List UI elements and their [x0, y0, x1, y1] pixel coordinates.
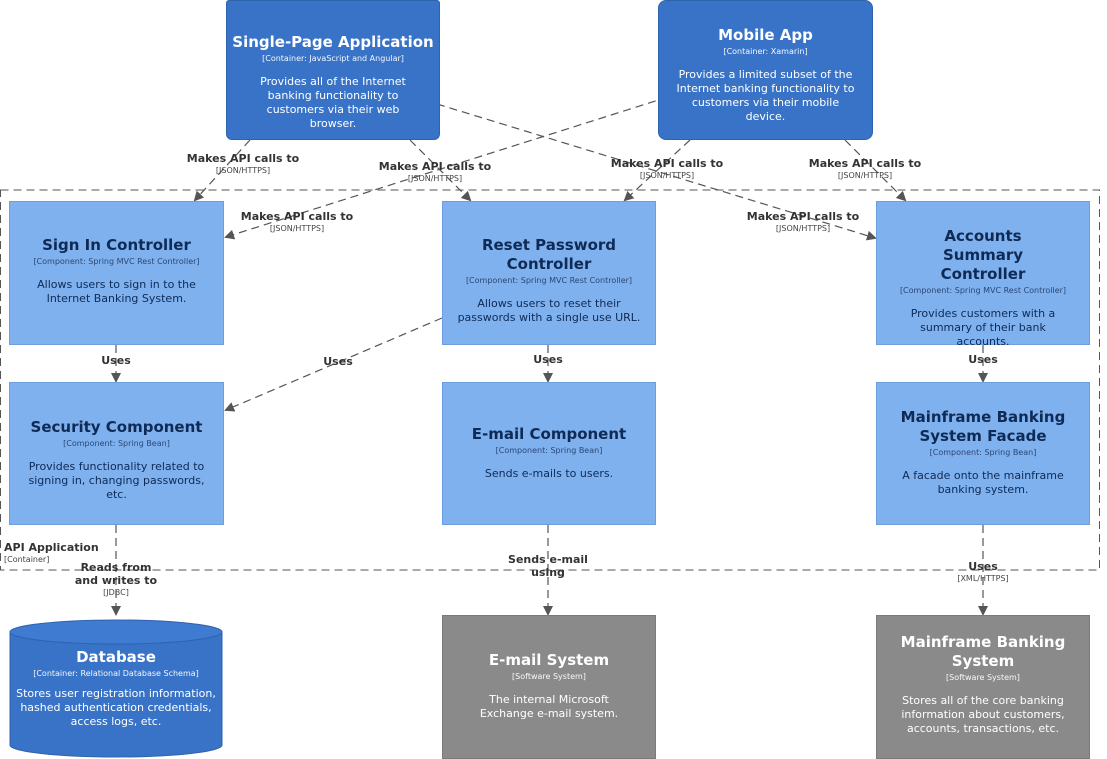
edge-spa-accounts — [436, 103, 877, 241]
edge-label-technology: [JSON/HTTPS] — [215, 166, 271, 175]
edge-label-reset-email: Uses — [528, 353, 568, 366]
node-title: Single-Page Application — [232, 33, 434, 51]
edge-label-text: Sends e-mail using — [508, 553, 588, 579]
edge-label-spa-reset: Makes API calls to [JSON/HTTPS] — [372, 160, 498, 184]
node-title: E-mail Component — [471, 425, 627, 443]
node-description: Provides a limited subset of the Interne… — [676, 68, 855, 123]
node-subtitle: [Component: Spring MVC Rest Controller] — [465, 276, 633, 285]
node-subtitle: [Component: Spring Bean] — [63, 439, 170, 448]
edge-label-accounts-facade: Uses — [963, 353, 1003, 366]
node-description: Allows users to sign in to the Internet … — [37, 278, 196, 305]
node-accounts-summary-controller[interactable]: Accounts Summary Controller [Component: … — [876, 201, 1090, 348]
edge-label-spa-accounts: Makes API calls to [JSON/HTTPS] — [740, 210, 866, 234]
edge-spa-reset — [409, 139, 472, 202]
edge-label-spa-signin: Makes API calls to [JSON/HTTPS] — [180, 152, 306, 176]
edge-label-security-db: Reads from and writes to [JDBC] — [68, 561, 164, 598]
node-subtitle: [Software System] — [946, 673, 1020, 682]
edge-label-technology: [JSON/HTTPS] — [269, 224, 325, 233]
edge-reset-security — [224, 317, 443, 412]
node-reset-password-controller[interactable]: Reset Password Controller [Component: Sp… — [442, 201, 656, 345]
edge-label-text: Uses — [968, 560, 998, 573]
edge-label-email-emailsys: Sends e-mail using — [508, 553, 588, 579]
node-mobile-app[interactable]: Mobile App [Container: Xamarin] Provides… — [658, 0, 873, 140]
node-subtitle: [Component: Spring MVC Rest Controller] — [899, 286, 1067, 295]
edge-label-mobile-reset: Makes API calls to [JSON/HTTPS] — [604, 157, 730, 181]
node-title: Security Component — [30, 418, 203, 436]
node-subtitle: [Component: Spring MVC Rest Controller] — [33, 257, 200, 266]
edge-label-technology: [JSON/HTTPS] — [639, 171, 695, 180]
edge-label-technology: [XML/HTTPS] — [957, 574, 1009, 583]
node-subtitle: [Component: Spring Bean] — [495, 446, 603, 455]
api-application-boundary — [0, 189, 1100, 571]
node-subtitle: [Software System] — [512, 672, 586, 681]
node-mainframe-banking-system[interactable]: Mainframe Banking System [Software Syste… — [876, 615, 1090, 759]
node-title: Accounts Summary Controller — [940, 227, 1026, 283]
edge-label-text: Uses — [101, 354, 131, 367]
edge-spa-signin — [193, 139, 251, 202]
edge-mobile-accounts — [844, 139, 907, 202]
edge-label-facade-mainframe: Uses [XML/HTTPS] — [943, 560, 1023, 584]
edge-label-technology: [JSON/HTTPS] — [407, 174, 463, 183]
boundary-title: API Application — [4, 541, 99, 554]
node-single-page-application[interactable]: Single-Page Application [Container: Java… — [226, 0, 440, 140]
database-cylinder — [9, 619, 223, 758]
node-description: A facade onto the mainframe banking syst… — [902, 469, 1064, 496]
node-mainframe-banking-system-facade[interactable]: Mainframe Banking System Facade [Compone… — [876, 382, 1090, 525]
node-sign-in-controller[interactable]: Sign In Controller [Component: Spring MV… — [9, 201, 224, 345]
node-database[interactable]: Database [Container: Relational Database… — [10, 648, 222, 748]
node-subtitle: [Container: JavaScript and Angular] — [262, 54, 404, 63]
edge-label-text: Uses — [968, 353, 998, 366]
node-title: Database — [76, 648, 156, 666]
node-email-component[interactable]: E-mail Component [Component: Spring Bean… — [442, 382, 656, 525]
node-title: E-mail System — [488, 651, 610, 669]
node-description: Provides functionality related to signin… — [28, 460, 205, 501]
node-description: Provides all of the Internet banking fun… — [260, 75, 406, 130]
node-title: Reset Password Controller — [481, 236, 617, 273]
edge-label-text: Uses — [533, 353, 563, 366]
edge-label-text: Uses — [323, 355, 353, 368]
edge-label-reset-security: Uses — [318, 355, 358, 368]
node-subtitle: [Container: Relational Database Schema] — [33, 669, 199, 678]
node-title: Sign In Controller — [42, 236, 191, 254]
edge-label-text: Makes API calls to — [610, 157, 724, 170]
edge-label-signin-security: Uses — [96, 354, 136, 367]
node-description: Stores user registration information, ha… — [16, 687, 216, 728]
edge-label-text: Makes API calls to — [186, 152, 300, 165]
edge-label-text: Makes API calls to — [746, 210, 860, 223]
edge-label-technology: [JDBC] — [103, 588, 129, 597]
node-title: Mainframe Banking System Facade — [900, 408, 1066, 445]
edge-label-technology: [JSON/HTTPS] — [837, 171, 893, 180]
edge-label-mobile-signin: Makes API calls to [JSON/HTTPS] — [234, 210, 360, 234]
edge-mobile-reset — [623, 139, 691, 202]
edge-label-text: Makes API calls to — [378, 160, 492, 173]
node-subtitle: [Component: Spring Bean] — [929, 448, 1037, 457]
node-description: Stores all of the core banking informati… — [901, 694, 1065, 735]
node-title: Mainframe Banking System — [900, 633, 1066, 670]
node-security-component[interactable]: Security Component [Component: Spring Be… — [9, 382, 224, 525]
node-description: Provides customers with a summary of the… — [910, 307, 1056, 348]
node-description: Sends e-mails to users. — [484, 467, 614, 480]
node-description: The internal Microsoft Exchange e-mail s… — [479, 693, 619, 720]
boundary-subtitle: [Container] — [4, 555, 50, 564]
node-email-system[interactable]: E-mail System [Software System] The inte… — [442, 615, 656, 759]
node-description: Allows users to reset their passwords wi… — [457, 297, 641, 324]
node-subtitle: [Container: Xamarin] — [723, 47, 808, 56]
edge-label-technology: [JSON/HTTPS] — [775, 224, 831, 233]
boundary-label: API Application [Container] — [4, 541, 99, 565]
node-title: Mobile App — [718, 26, 813, 44]
edge-label-text: Reads from and writes to — [74, 561, 158, 587]
edge-label-text: Makes API calls to — [240, 210, 354, 223]
edge-label-mobile-accounts: Makes API calls to [JSON/HTTPS] — [802, 157, 928, 181]
edge-label-text: Makes API calls to — [808, 157, 922, 170]
